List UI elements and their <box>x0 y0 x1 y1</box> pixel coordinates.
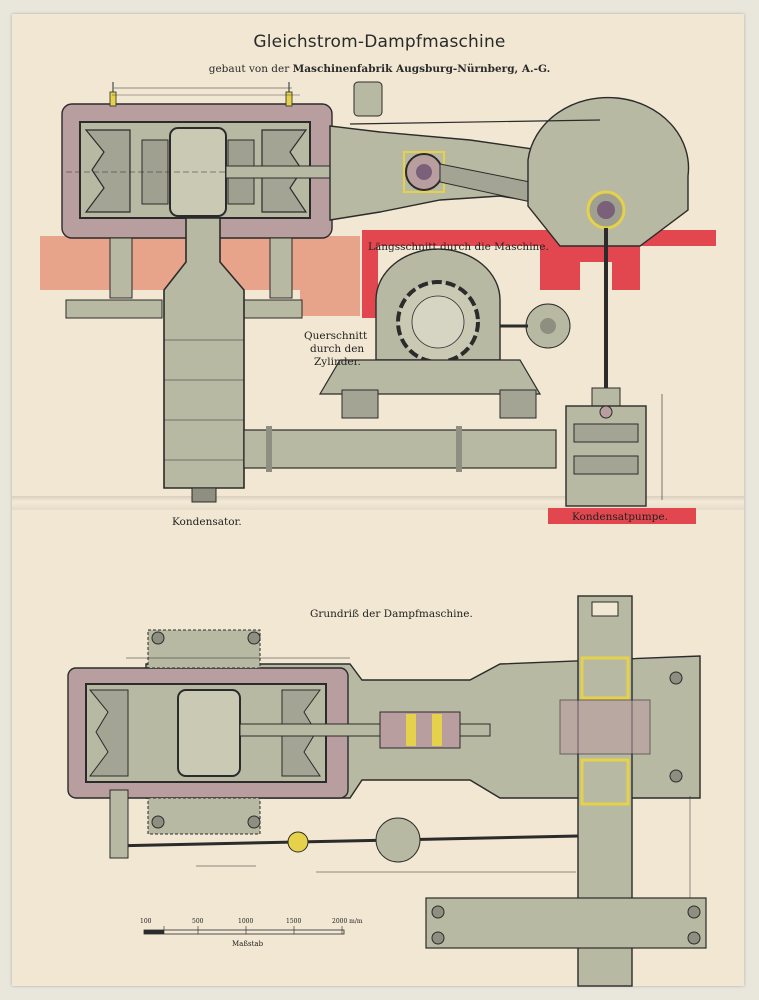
exhaust-pipe-horizontal <box>65 299 163 319</box>
label-longitudinal-section: Längsschnitt durch die Maschine. <box>368 241 549 253</box>
label-condenser: Kondensator. <box>172 516 242 528</box>
plan-piston <box>177 689 241 777</box>
lubricator-left <box>109 82 117 107</box>
governor <box>353 81 383 117</box>
plan-view <box>67 595 707 987</box>
scale-tick-1: 500 <box>192 918 204 925</box>
lubricator-right <box>285 82 293 107</box>
condenser-foot <box>191 487 217 503</box>
subtitle-prefix: gebaut von der <box>208 63 290 75</box>
foundation-red <box>362 230 716 318</box>
cylinder-cross-section <box>318 248 571 419</box>
valve-chest-left <box>84 129 131 213</box>
cooling-water-pipe <box>243 429 557 469</box>
condensate-pump <box>565 228 663 507</box>
scale-tick-0: 100 <box>140 918 152 925</box>
foundation-block-mid <box>300 236 360 316</box>
scale-bar-label: Maßstab <box>232 940 264 948</box>
piston-ring-left <box>141 139 169 205</box>
label-cross-section-2: durch den <box>310 343 365 355</box>
foot-rail <box>425 897 707 949</box>
scale-bar-graphic <box>143 926 345 935</box>
scale-tick-4: 2000 m/m <box>332 918 363 925</box>
subtitle-maker: Maschinenfabrik Augsburg-Nürnberg, A.-G. <box>292 63 551 75</box>
scale-tick-3: 1500 <box>286 918 302 925</box>
eccentric-shaft <box>109 834 579 848</box>
plate-subtitle: gebaut von der Maschinenfabrik Augsburg-… <box>0 63 759 75</box>
label-cross-section-3: Zylinder. <box>314 356 361 368</box>
condenser <box>163 217 245 489</box>
crankcase <box>527 96 690 247</box>
label-cross-section-1: Querschnitt <box>304 330 368 342</box>
exhaust-pipe-left <box>109 237 133 299</box>
governor-rod <box>349 119 601 125</box>
foundation-base-pump <box>548 508 696 524</box>
longitudinal-section <box>40 81 716 524</box>
scale-tick-2: 1000 <box>238 918 254 925</box>
plan-crosshead <box>379 711 461 749</box>
label-plan-view: Grundriß der Dampfmaschine. <box>310 608 473 620</box>
label-condensate-pump: Kondensatpumpe. <box>572 511 668 523</box>
exhaust-pipe-right <box>269 237 293 299</box>
plate-title: Gleichstrom-Dampfmaschine <box>253 32 506 52</box>
